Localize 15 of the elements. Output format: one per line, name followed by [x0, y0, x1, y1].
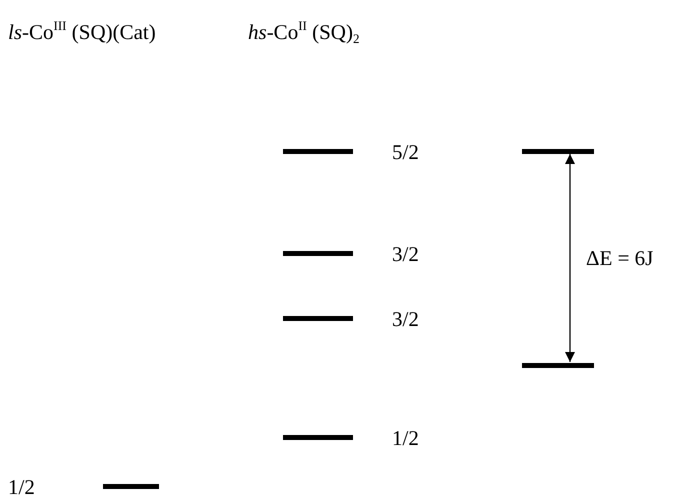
spin-label: 5/2: [392, 140, 419, 164]
energy-level-bar: [103, 484, 159, 488]
spin-label: 3/2: [392, 307, 419, 331]
spin-label: 1/2: [8, 475, 35, 498]
energy-level-bar: [283, 316, 353, 320]
energy-level-bar: [283, 148, 353, 154]
energy-level-bar: [522, 362, 594, 368]
double-arrow: [565, 154, 575, 362]
energy-level-bar: [522, 148, 594, 154]
energy-level-bar: [283, 250, 353, 256]
spin-label: 3/2: [392, 242, 419, 266]
column-heading: hs-Co$^{II}$ (SQ)$_{2}$: [248, 20, 360, 44]
energy-level-bar: [283, 434, 353, 440]
spin-label: 1/2: [392, 426, 419, 450]
column-heading: ls-Co$^{III}$ (SQ)(Cat): [8, 20, 156, 44]
